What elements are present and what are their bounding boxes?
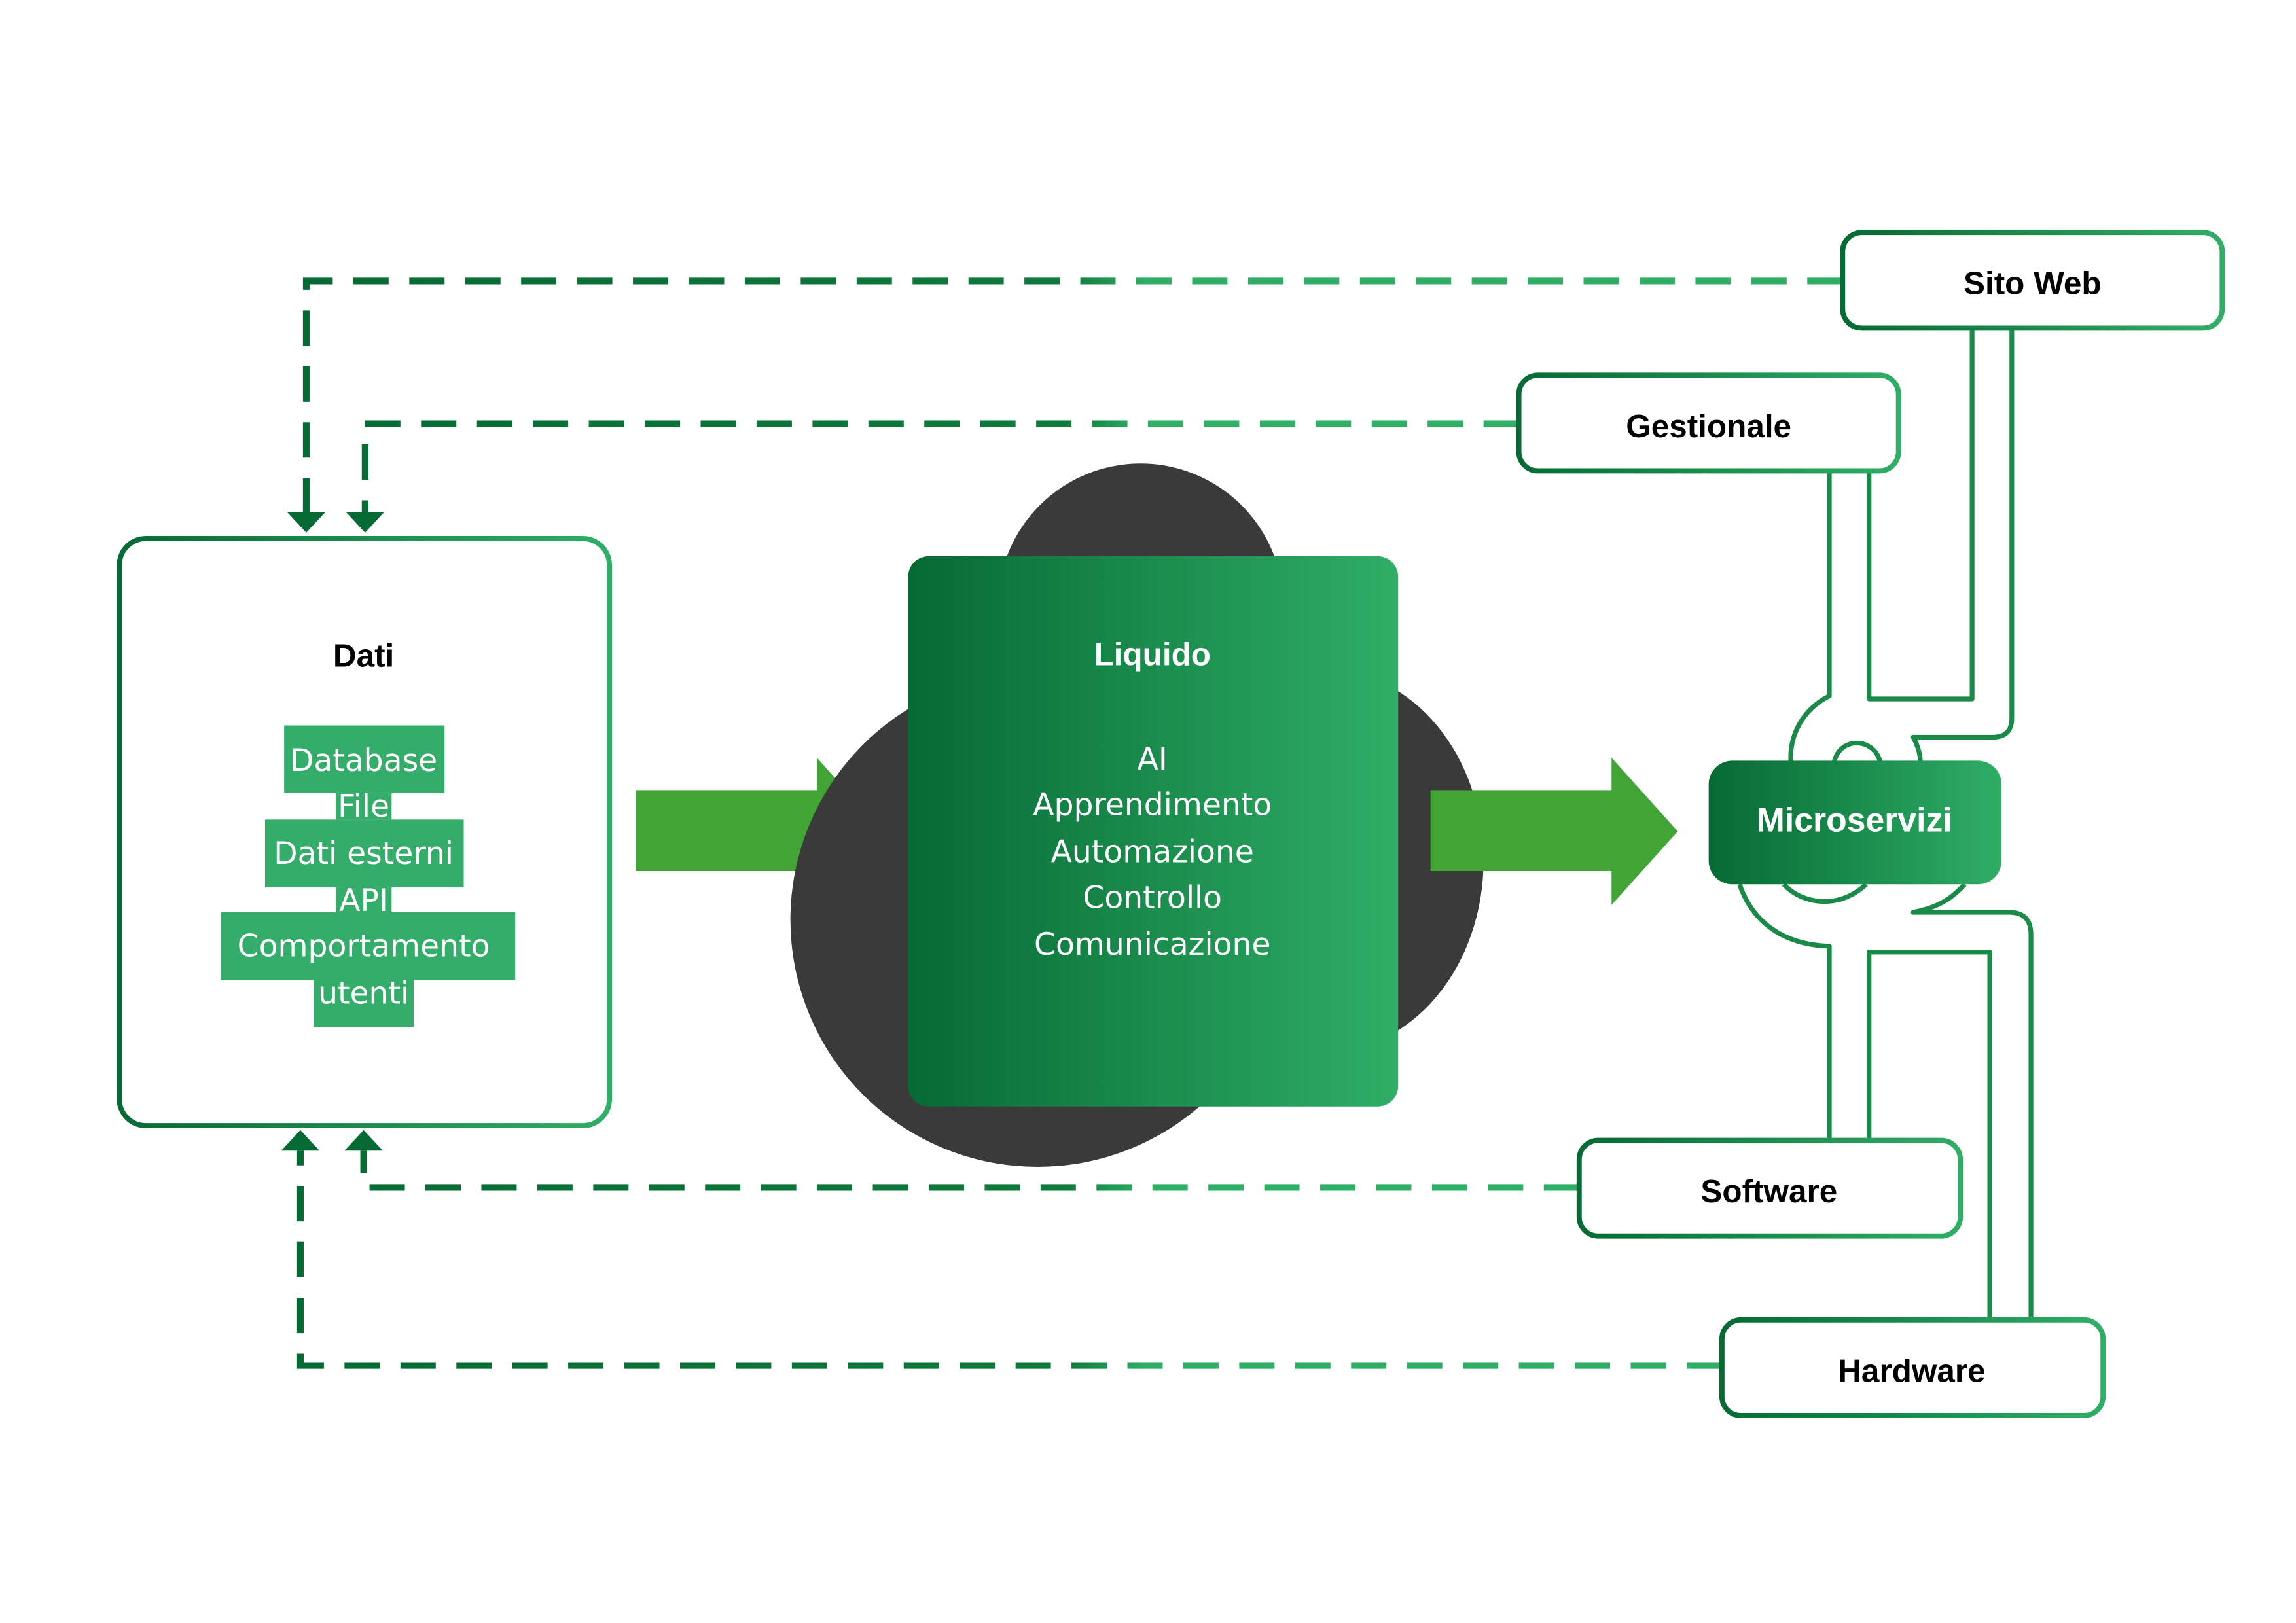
connector-wires <box>1737 328 2034 1320</box>
software-box: Software <box>1576 1137 1964 1239</box>
dati-item: File <box>338 789 389 825</box>
sito-web-box: Sito Web <box>1840 230 2225 331</box>
arrow-up-icon <box>281 1130 320 1151</box>
sito-web-feedback-line <box>302 277 1843 512</box>
microservizi-label: Microservizi <box>1757 800 1952 838</box>
gestionale-box: Gestionale <box>1516 372 1901 474</box>
gestionale-feedback-line <box>361 420 1519 512</box>
liquido-item: Automazione <box>1051 834 1254 870</box>
hardware-label: Hardware <box>1838 1353 1985 1389</box>
liquido-item: Comunicazione <box>1034 927 1270 963</box>
dati-item: Comportamento <box>238 928 490 964</box>
dati-item: API <box>339 883 388 919</box>
arrow-up-icon <box>344 1130 383 1151</box>
microservizi-box: Microservizi <box>1708 760 2002 885</box>
flow-arrow-icon <box>1430 757 1678 905</box>
sito-web-label: Sito Web <box>1964 266 2102 302</box>
feedback-lines <box>281 277 1843 1369</box>
arrow-down-icon <box>346 512 385 533</box>
hardware-feedback-line <box>296 1150 1722 1369</box>
liquido-card: Liquido AI Apprendimento Automazione Con… <box>908 556 1399 1107</box>
dati-box: Dati Database File Dati esterni API Comp… <box>117 535 613 1128</box>
liquido-title: Liquido <box>1094 636 1211 672</box>
software-label: Software <box>1700 1173 1837 1209</box>
liquido-item: Controllo <box>1083 880 1222 916</box>
software-feedback-line <box>360 1150 1579 1191</box>
gestionale-label: Gestionale <box>1626 408 1791 444</box>
dati-item: utenti <box>318 975 409 1011</box>
dati-title: Dati <box>333 638 394 674</box>
liquido-item: AI <box>1138 741 1168 777</box>
liquido-item: Apprendimento <box>1033 787 1272 823</box>
dati-item: Dati esterni <box>274 836 454 872</box>
hardware-box: Hardware <box>1719 1317 2106 1418</box>
dati-item: Database <box>290 743 437 779</box>
arrow-down-icon <box>287 512 326 533</box>
